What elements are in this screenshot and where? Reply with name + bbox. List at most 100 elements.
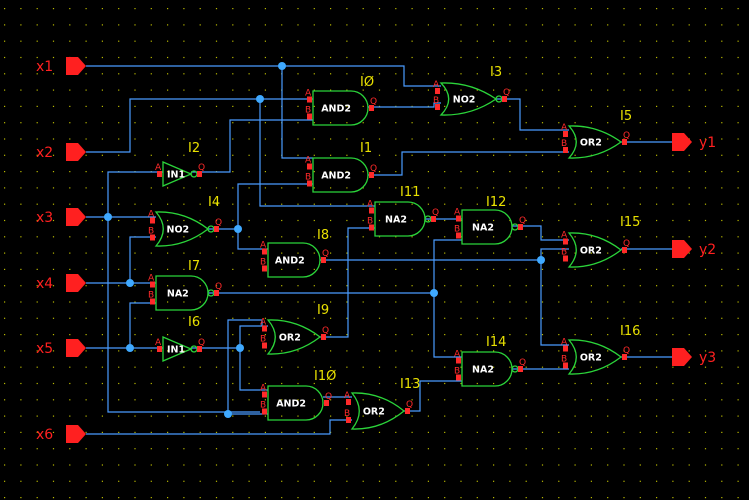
input-pin[interactable] <box>307 163 312 170</box>
output-pin[interactable] <box>197 171 202 177</box>
input-pin[interactable] <box>456 232 461 239</box>
wire-14[interactable] <box>208 239 462 294</box>
output-pin[interactable] <box>321 334 326 340</box>
output-pin[interactable] <box>321 257 326 263</box>
wire-7[interactable] <box>129 236 156 283</box>
output-pin[interactable] <box>622 139 627 145</box>
output-pin[interactable] <box>214 290 219 296</box>
output-pin[interactable] <box>369 105 374 111</box>
input-port-x4[interactable]: x4 <box>36 274 86 292</box>
input-port-x3[interactable]: x3 <box>36 208 86 226</box>
output-port-y2[interactable]: y2 <box>672 240 716 258</box>
input-pin[interactable] <box>150 298 155 305</box>
input-pin[interactable] <box>563 238 568 245</box>
input-pin[interactable] <box>262 391 267 398</box>
input-pin[interactable] <box>563 362 568 369</box>
output-pin[interactable] <box>518 366 523 372</box>
input-port-x5[interactable]: x5 <box>36 339 86 357</box>
input-pin[interactable] <box>157 171 162 177</box>
output-pin[interactable] <box>431 216 436 222</box>
output-pin[interactable] <box>369 172 374 178</box>
wire-24[interactable] <box>404 380 462 412</box>
input-pin[interactable] <box>150 217 155 224</box>
output-pin[interactable] <box>405 408 410 414</box>
wire-10[interactable] <box>86 419 352 435</box>
input-pin[interactable] <box>456 374 461 381</box>
input-port-x2[interactable]: x2 <box>36 143 86 161</box>
input-pin[interactable] <box>346 417 351 423</box>
input-port-x6[interactable]: x6 <box>36 425 86 443</box>
wire-12[interactable] <box>208 228 268 250</box>
wire-4[interactable] <box>107 171 163 217</box>
output-pin[interactable] <box>214 226 219 232</box>
wire-11[interactable] <box>191 119 313 173</box>
input-pin[interactable] <box>150 281 155 288</box>
input-pin[interactable] <box>369 207 374 214</box>
input-pin[interactable] <box>435 88 440 94</box>
wire-27[interactable] <box>496 98 569 131</box>
wire-29[interactable] <box>512 225 569 241</box>
input-pin[interactable] <box>346 399 351 405</box>
wire-5[interactable] <box>107 217 260 413</box>
input-pin[interactable] <box>262 265 267 272</box>
input-port-x1[interactable]: x1 <box>36 57 86 75</box>
wire-2[interactable] <box>86 98 313 153</box>
input-pin[interactable] <box>563 255 568 262</box>
wire-17[interactable] <box>239 348 268 391</box>
input-pin[interactable] <box>262 325 267 332</box>
output-pin[interactable] <box>622 354 627 360</box>
input-pin[interactable] <box>262 248 267 255</box>
wire-15[interactable] <box>433 293 462 358</box>
wire-1[interactable] <box>281 66 313 159</box>
output-pin[interactable] <box>324 400 329 406</box>
input-pin[interactable] <box>563 345 568 352</box>
input-pin[interactable] <box>262 408 267 415</box>
input-pin[interactable] <box>456 215 461 222</box>
output-pin[interactable] <box>518 224 523 230</box>
wire-25[interactable] <box>368 102 441 108</box>
input-pin[interactable] <box>563 147 568 153</box>
output-pin[interactable] <box>622 247 627 253</box>
wire-16[interactable] <box>191 325 268 349</box>
input-pin[interactable] <box>307 96 312 103</box>
input-pin[interactable] <box>150 234 155 241</box>
output-port-y3[interactable]: y3 <box>672 348 716 366</box>
input-pin[interactable] <box>157 346 162 352</box>
wire-26[interactable] <box>368 151 569 176</box>
output-pin[interactable] <box>502 96 507 102</box>
wire-20[interactable] <box>259 99 375 207</box>
wire-18[interactable] <box>227 319 263 414</box>
wire-22[interactable] <box>320 227 375 338</box>
wire-30[interactable] <box>540 260 569 346</box>
input-pin[interactable] <box>307 113 312 120</box>
output-port-y1[interactable]: y1 <box>672 133 716 151</box>
output-pin[interactable] <box>197 346 202 352</box>
wire-9[interactable] <box>129 302 156 348</box>
input-pin[interactable] <box>262 342 267 349</box>
input-pin[interactable] <box>369 224 374 231</box>
input-pin[interactable] <box>563 131 568 137</box>
input-pin[interactable] <box>307 180 312 187</box>
wire-21[interactable] <box>320 248 569 261</box>
wire-0[interactable] <box>86 65 441 87</box>
input-pin[interactable] <box>435 104 440 110</box>
input-pin[interactable] <box>456 357 461 364</box>
